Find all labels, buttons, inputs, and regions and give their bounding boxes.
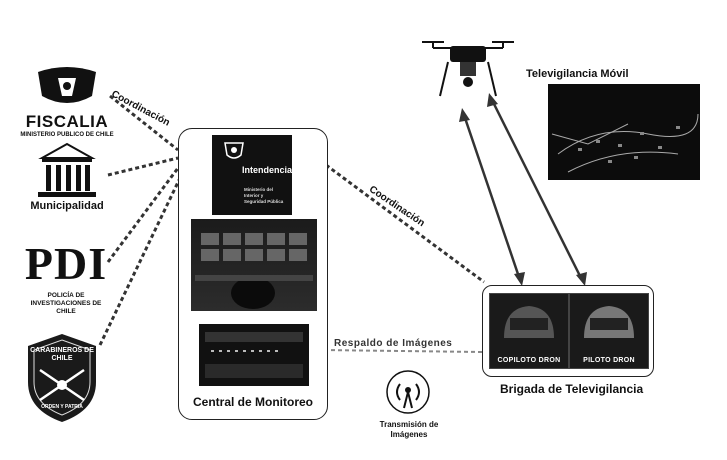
respaldo-label: Respaldo de Imágenes	[334, 338, 453, 349]
drone-icon	[422, 41, 514, 97]
ministry-text: Ministerio del Interior y Seguridad Públ…	[244, 187, 283, 205]
link-central-brigade	[325, 163, 485, 284]
aerial-photo	[548, 84, 700, 180]
antenna-icon	[386, 370, 430, 414]
drone-graphic	[418, 34, 518, 104]
helmet-icon	[504, 306, 554, 338]
agency-municipalidad: Municipalidad	[22, 140, 112, 220]
link-respaldo	[319, 349, 483, 353]
drone-arrow-left	[462, 114, 522, 281]
transmission-label: Transmisión de Imágenes	[370, 420, 448, 440]
copilot-photo: COPILOTO DRON	[489, 293, 569, 369]
transmission-icon-wrap	[380, 368, 436, 416]
pdi-name: PDI	[24, 238, 108, 289]
carabineros-top: CARABINEROS DE CHILE	[30, 347, 94, 362]
carabineros-shield-icon	[28, 334, 96, 422]
carabineros-motto: ORDEN Y PATRIA	[41, 404, 83, 410]
control-room-photo	[191, 219, 317, 311]
ministry-line-1: Ministerio del	[244, 187, 274, 192]
helmet-icon	[584, 306, 634, 338]
brigade-title: Brigada de Televigilancia	[500, 382, 644, 396]
central-title: Central de Monitoreo	[192, 395, 313, 409]
transmission-line-2: Imágenes	[390, 430, 428, 439]
drone-arrow-right	[490, 99, 584, 281]
fiscalia-name: FISCALIA	[25, 112, 109, 131]
building-icon	[38, 142, 96, 197]
ministry-line-3: Seguridad Pública	[244, 199, 284, 204]
agency-fiscalia: FISCALIA MINISTERIO PUBLICO DE CHILE	[18, 66, 116, 138]
screen-display-icon	[205, 332, 303, 378]
pilot-caption: PILOTO DRON	[583, 357, 635, 364]
ministry-line-2: Interior y	[244, 193, 264, 198]
link-carabineros	[98, 177, 182, 346]
transmission-line-1: Transmisión de	[379, 420, 439, 429]
monitor-wall-icon	[195, 233, 313, 309]
drone-label: Televigilancia Móvil	[526, 68, 629, 80]
brigade-box: COPILOTO DRON PILOTO DRON	[482, 285, 654, 377]
intendencia-panel: Intendencia Ministerio del Interior y Se…	[212, 135, 292, 215]
coat-of-arms-icon	[224, 142, 244, 159]
link-municipalidad	[107, 156, 179, 177]
fiscalia-emblem-icon	[38, 67, 96, 103]
intendencia-title: Intendencia	[242, 165, 293, 175]
agency-pdi: PDI POLICÍA DE INVESTIGACIONES DE CHILE	[14, 238, 118, 316]
pdi-sub: POLICÍA DE INVESTIGACIONES DE CHILE	[30, 292, 102, 315]
municipalidad-name: Municipalidad	[30, 200, 104, 212]
agency-carabineros: CARABINEROS DE CHILE ORDEN Y PATRIA	[22, 330, 102, 425]
aerial-city-icon	[551, 113, 699, 173]
pilot-photo: PILOTO DRON	[569, 293, 649, 369]
monitoring-screen-photo	[199, 324, 309, 386]
copilot-caption: COPILOTO DRON	[497, 357, 561, 364]
central-monitoreo-box: Intendencia Ministerio del Interior y Se…	[178, 128, 328, 420]
link-fiscalia	[109, 94, 179, 152]
fiscalia-sub: MINISTERIO PUBLICO DE CHILE	[20, 132, 114, 138]
link-pdi	[106, 167, 180, 263]
